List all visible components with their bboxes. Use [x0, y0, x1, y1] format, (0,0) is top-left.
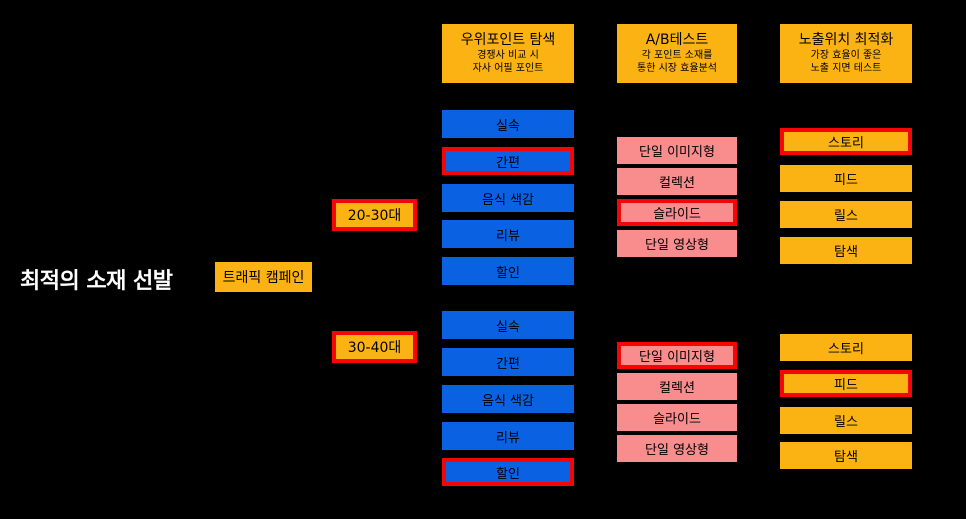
header-subtitle-line2: 통한 시장 효율분석: [637, 63, 717, 74]
placement-box: 탐색: [780, 237, 912, 264]
placement-box: 스토리: [780, 334, 912, 361]
selling-point-box: 실속: [442, 311, 574, 339]
ad-format-box: 단일 이미지형: [617, 137, 737, 164]
header-subtitle-line1: 경쟁사 비교 시: [477, 50, 539, 61]
ad-format-box: 슬라이드: [617, 404, 737, 431]
selling-point-box: 음식 색감: [442, 184, 574, 212]
selling-point-box: 할인: [442, 458, 574, 486]
ad-format-box: 슬라이드: [617, 199, 737, 226]
selling-point-box: 리뷰: [442, 220, 574, 248]
selling-point-box: 음식 색감: [442, 385, 574, 413]
header-title: 노출위치 최적화: [798, 32, 894, 48]
placement-box: 릴스: [780, 201, 912, 228]
header-title: 우위포인트 탐색: [460, 32, 556, 48]
header-title: A/B테스트: [645, 32, 709, 48]
age-group-20-30: 20-30대: [332, 199, 417, 231]
header-subtitle-line2: 노출 지면 테스트: [810, 63, 882, 74]
campaign-box: 트래픽 캠페인: [215, 262, 312, 292]
selling-point-box: 리뷰: [442, 422, 574, 450]
ad-format-box: 컬렉션: [617, 168, 737, 195]
header-ab-test: A/B테스트 각 포인트 소재를 통한 시장 효율분석: [617, 24, 737, 83]
selling-point-box: 간편: [442, 348, 574, 376]
ad-format-box: 컬렉션: [617, 373, 737, 400]
ad-format-box: 단일 영상형: [617, 435, 737, 462]
ad-format-box: 단일 영상형: [617, 230, 737, 257]
header-subtitle-line2: 자사 어필 포인트: [472, 63, 544, 74]
selling-point-box: 실속: [442, 110, 574, 138]
placement-box: 탐색: [780, 442, 912, 469]
selling-point-box: 간편: [442, 147, 574, 175]
placement-box: 피드: [780, 370, 912, 397]
header-selling-points: 우위포인트 탐색 경쟁사 비교 시 자사 어필 포인트: [442, 24, 574, 83]
placement-box: 스토리: [780, 128, 912, 155]
selling-point-box: 할인: [442, 257, 574, 285]
placement-box: 피드: [780, 165, 912, 192]
header-subtitle-line1: 가장 효율이 좋은: [810, 50, 882, 61]
header-subtitle-line1: 각 포인트 소재를: [641, 50, 713, 61]
header-placement: 노출위치 최적화 가장 효율이 좋은 노출 지면 테스트: [780, 24, 912, 83]
ad-format-box: 단일 이미지형: [617, 342, 737, 369]
age-group-30-40: 30-40대: [332, 331, 417, 363]
diagram-title: 최적의 소재 선발: [20, 269, 173, 294]
placement-box: 릴스: [780, 407, 912, 434]
